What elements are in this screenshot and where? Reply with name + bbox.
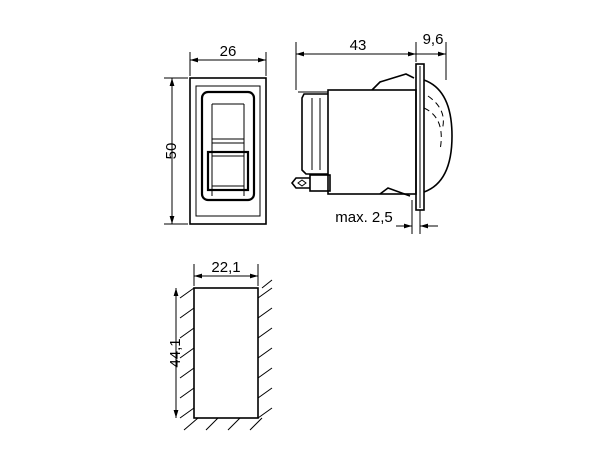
cutout-height-label: 44,1	[167, 338, 184, 367]
side-view: 43 9,6 max. 2,5	[290, 31, 453, 234]
cutout-outline	[193, 287, 259, 419]
cutout-hatching	[179, 279, 273, 431]
switch-housing	[327, 89, 417, 195]
top-spring-clip	[371, 73, 415, 91]
terminal-body	[309, 174, 331, 192]
front-bezel-outline	[189, 77, 267, 225]
front-bezel-inner	[195, 85, 261, 217]
front-width-label: 26	[220, 43, 237, 60]
panel-thickness-label: max. 2,5	[335, 209, 393, 226]
bezel-depth-label: 9,6	[423, 31, 444, 48]
rocker-button	[200, 90, 256, 202]
indicator-lens	[206, 150, 250, 192]
rocker-alt-position	[423, 107, 442, 151]
indicator-lens-inner	[211, 155, 245, 187]
side-depth-label: 43	[350, 37, 367, 54]
front-view: 26 50	[163, 43, 267, 225]
terminal-tab	[290, 177, 310, 189]
rocker-face	[211, 103, 245, 196]
panel-cutout-view: 22,1 44,1	[167, 259, 273, 431]
rear-clip	[301, 93, 328, 175]
cutout-width-label: 22,1	[211, 259, 240, 276]
rocker-profile	[423, 79, 453, 193]
bottom-spring-clip	[379, 187, 411, 197]
front-height-label: 50	[163, 143, 180, 160]
